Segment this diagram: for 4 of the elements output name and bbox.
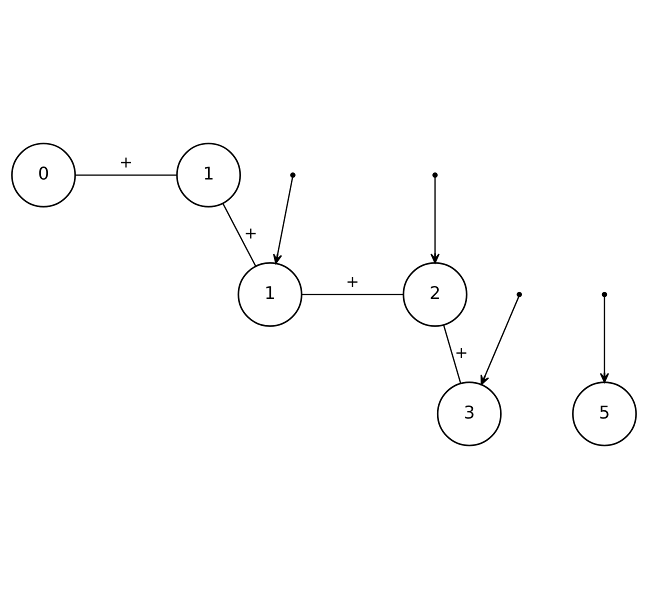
edge-label: +: [346, 272, 360, 291]
edge-label: +: [119, 152, 133, 172]
edge-label: +: [454, 343, 468, 362]
edge-label: +: [244, 224, 258, 243]
